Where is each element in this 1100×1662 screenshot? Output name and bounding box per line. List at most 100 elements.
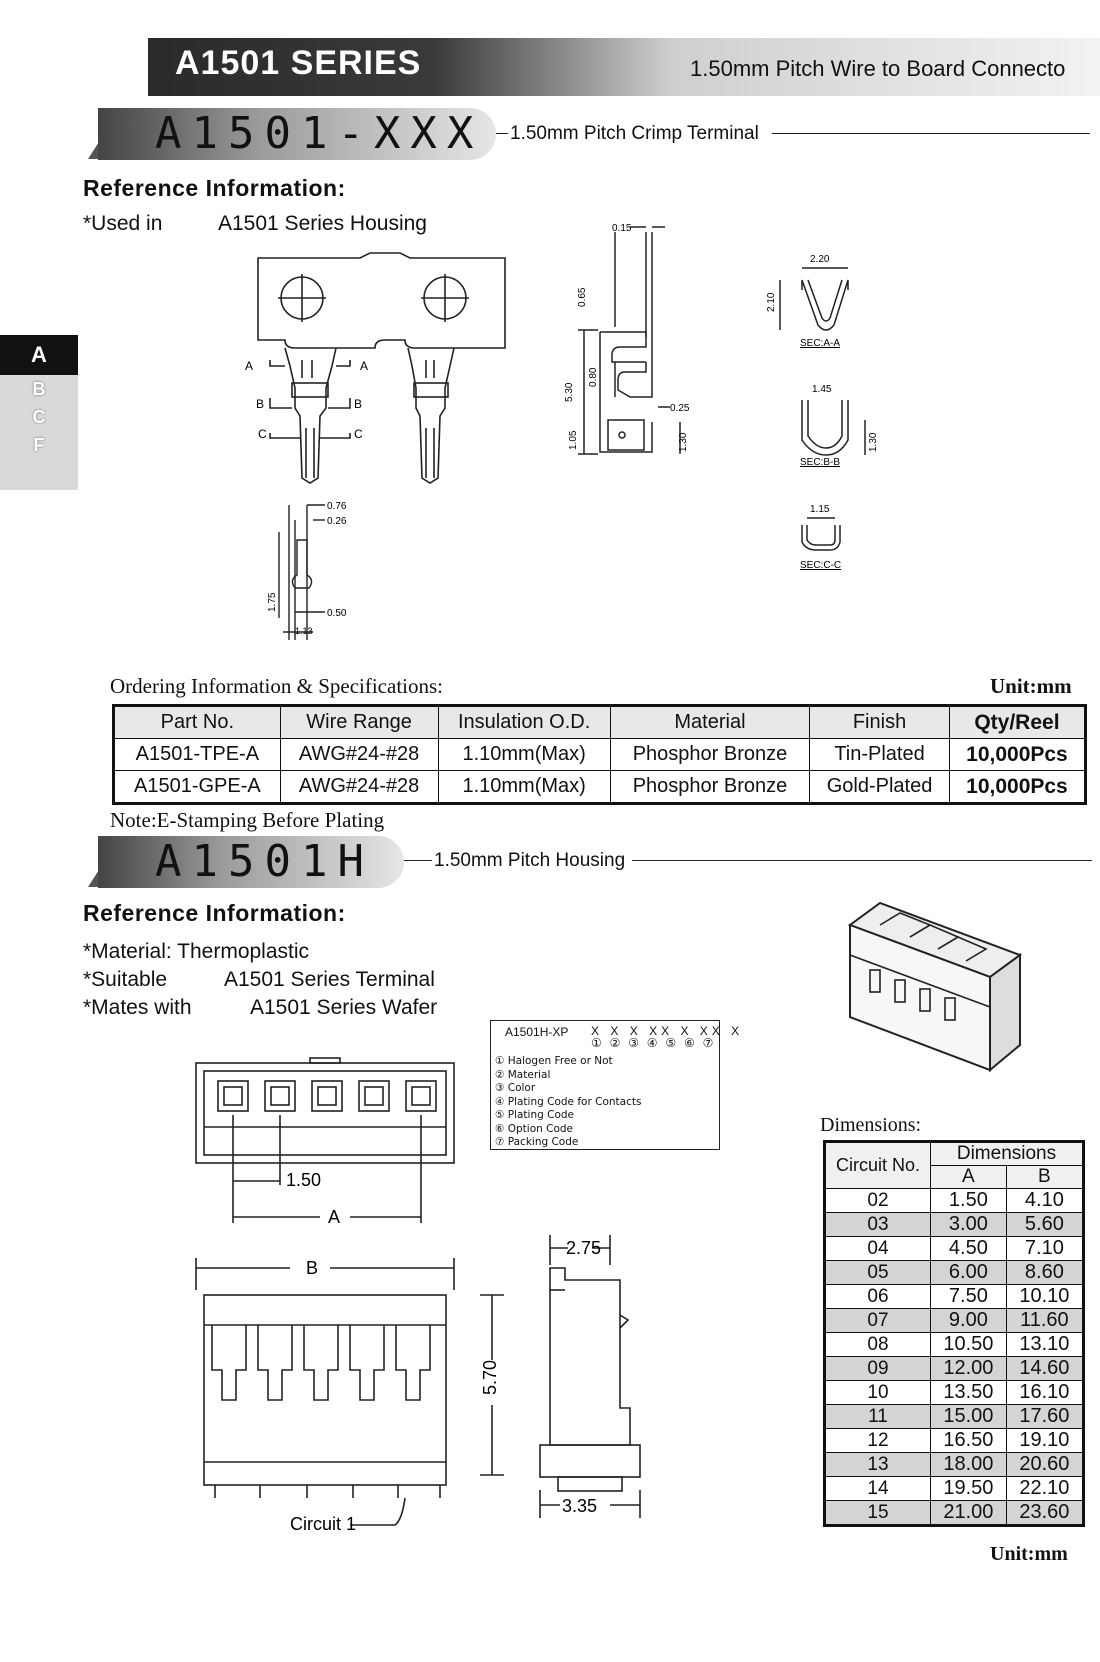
cell-circuit: 08 (824, 1332, 931, 1357)
dim-2-20: 2.20 (810, 254, 830, 265)
cell-a: 15.00 (930, 1404, 1007, 1429)
legend-item: ④ Plating Code for Contacts (495, 1095, 642, 1108)
section-b-left: B (256, 397, 264, 411)
terminal-strip-drawing: A A B B C C (245, 252, 506, 484)
dim-0-80: 0.80 (588, 367, 599, 387)
col-material: Material (609, 705, 811, 739)
dim-0-15: 0.15 (612, 223, 632, 234)
cell-b: 10.10 (1005, 1284, 1085, 1309)
cell-b: 11.60 (1005, 1308, 1085, 1333)
side-tab-c[interactable]: C (32, 407, 46, 427)
part-code-box: A1501H-XP X X X XX X XX X ① ② ③ ④ ⑤ ⑥ ⑦ … (490, 1020, 739, 1150)
cell-finish: Tin-Plated (809, 738, 950, 771)
code-mark: X (680, 1024, 693, 1038)
housing-material: *Material: Thermoplastic (83, 940, 310, 963)
cell-circuit: 02 (824, 1188, 931, 1213)
ordering-header-row: Part No. Wire Range Insulation O.D. Mate… (113, 705, 1087, 739)
cell-insulation: 1.10mm(Max) (437, 770, 611, 804)
cell-b: 7.10 (1005, 1236, 1085, 1261)
series-header-bar (148, 38, 1100, 96)
col-circuit-no: Circuit No. (824, 1141, 931, 1189)
code-num: ④ (646, 1036, 660, 1050)
used-in-label: *Used in (83, 212, 163, 235)
cell-b: 23.60 (1005, 1500, 1085, 1526)
pitch-label: 1.50 (286, 1170, 321, 1190)
cell-b: 14.60 (1005, 1356, 1085, 1381)
cell-b: 8.60 (1005, 1260, 1085, 1285)
side-tab-f[interactable]: F (33, 435, 45, 455)
terminal-banner-text: A1501-XXX (155, 108, 484, 159)
sec-c-c-label: SEC:C-C (800, 560, 841, 571)
side-tab-a[interactable]: A (0, 335, 78, 375)
dims-header-row: Circuit No. Dimensions (824, 1141, 1084, 1189)
cell-circuit: 06 (824, 1284, 931, 1309)
width-bottom-label: 3.35 (562, 1496, 597, 1516)
dims-subheader-row: A B (825, 1165, 1085, 1189)
housing-rule-left (404, 860, 432, 861)
cell-circuit: 13 (824, 1452, 931, 1477)
code-mark: X (591, 1024, 604, 1038)
terminal-banner-label: 1.50mm Pitch Crimp Terminal (510, 123, 759, 144)
code-num: ③ (628, 1036, 641, 1050)
ordering-unit: Unit:mm (990, 674, 1072, 698)
cell-b: 4.10 (1005, 1188, 1085, 1213)
col-part-no: Part No. (113, 705, 281, 739)
code-mark: XX (699, 1024, 724, 1038)
dim-0-76: 0.76 (327, 501, 347, 512)
cell-a: 6.00 (930, 1260, 1007, 1285)
housing-rule-right (632, 860, 1092, 861)
legend-item: ③ Color (495, 1082, 536, 1094)
cell-qty: 10,000Pcs (948, 770, 1087, 804)
cell-b: 17.60 (1005, 1404, 1085, 1429)
side-tab-b[interactable]: B (32, 379, 46, 399)
cell-b: 20.60 (1005, 1452, 1085, 1477)
mates-value: A1501 Series Wafer (250, 996, 438, 1019)
code-legend: ① Halogen Free or Not ② Material ③ Color… (495, 1055, 641, 1150)
code-mark: X (610, 1024, 623, 1038)
cell-a: 12.00 (930, 1356, 1007, 1381)
table-row: A1501-TPE-A AWG#24-#28 1.10mm(Max) Phosp… (113, 738, 1087, 771)
cell-a: 16.50 (930, 1428, 1007, 1453)
section-a-right: A (360, 359, 368, 373)
cell-wire-range: AWG#24-#28 (279, 738, 439, 771)
code-num: ② (609, 1036, 623, 1050)
code-mark: X (629, 1024, 642, 1038)
housing-ref-heading: Reference Information: (83, 900, 346, 926)
terminal-side-drawing: 0.15 0.65 5.30 0.80 0.25 1.05 1.30 (564, 223, 690, 455)
col-dimensions: Dimensions (930, 1141, 1084, 1166)
cell-a: 1.50 (930, 1188, 1007, 1213)
housing-front-drawing: B Circuit 1 (195, 1258, 455, 1534)
cell-circuit: 15 (824, 1500, 931, 1526)
side-tabs: B C F (0, 375, 78, 490)
part-code-marks: X X X XX X XX X (591, 1024, 743, 1038)
cell-circuit: 10 (824, 1380, 931, 1405)
cell-b: 19.10 (1005, 1428, 1085, 1453)
cell-circuit: 05 (824, 1260, 931, 1285)
housing-top-drawing: 1.50 A (195, 1057, 455, 1227)
col-b: B (1005, 1165, 1085, 1189)
section-b-right: B (354, 397, 362, 411)
suitable-value: A1501 Series Terminal (224, 968, 435, 991)
terminal-rule-right (772, 133, 1090, 134)
section-c-right: C (354, 427, 363, 441)
legend-item: ⑤ Plating Code (495, 1109, 575, 1121)
cell-a: 18.00 (930, 1452, 1007, 1477)
dim-b-label: B (306, 1258, 318, 1278)
cell-wire-range: AWG#24-#28 (279, 770, 439, 804)
cell-a: 10.50 (930, 1332, 1007, 1357)
series-title: A1501 SERIES (175, 44, 422, 82)
cell-circuit: 07 (824, 1308, 931, 1333)
terminal-rule-left (496, 133, 508, 134)
dims-unit: Unit:mm (990, 1543, 1068, 1565)
dim-0-50: 0.50 (327, 608, 347, 619)
code-num: ⑥ (683, 1036, 697, 1050)
col-wire-range: Wire Range (279, 705, 439, 739)
